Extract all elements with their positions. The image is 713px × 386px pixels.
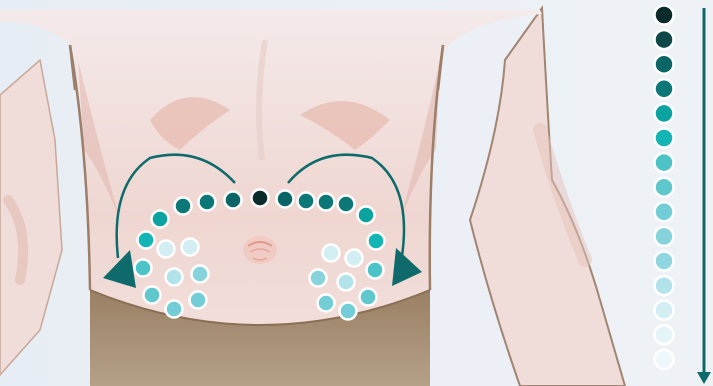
injection-dot <box>225 192 242 209</box>
injection-dot <box>182 239 199 256</box>
scale-dot <box>655 6 674 25</box>
scale-dot <box>655 79 674 98</box>
injection-dot <box>152 211 169 228</box>
scale-dot <box>655 129 674 148</box>
injection-dot <box>192 266 209 283</box>
injection-dot <box>199 194 216 211</box>
injection-dot <box>367 262 384 279</box>
scale-dot <box>655 325 674 344</box>
scale-dot <box>655 227 674 246</box>
injection-dot <box>338 274 355 291</box>
scale-dot <box>655 178 674 197</box>
injection-dot <box>338 196 355 213</box>
injection-dot <box>138 232 155 249</box>
injection-dot <box>190 292 207 309</box>
injection-dot <box>144 287 161 304</box>
injection-dot <box>175 198 192 215</box>
injection-dot <box>318 194 335 211</box>
injection-dot <box>346 250 363 267</box>
injection-dot <box>166 269 183 286</box>
injection-dot <box>323 245 340 262</box>
navel-icon <box>243 236 277 264</box>
injection-dot <box>158 241 175 258</box>
scale-dot <box>655 153 674 172</box>
injection-dot <box>310 270 327 287</box>
injection-dot <box>166 301 183 318</box>
injection-dot <box>318 295 335 312</box>
injection-dot <box>277 191 294 208</box>
scale-dot <box>655 276 674 295</box>
scale-dot <box>655 301 674 320</box>
injection-dot <box>340 303 357 320</box>
injection-dot <box>368 233 385 250</box>
injection-dot <box>252 190 269 207</box>
scale-dot <box>655 104 674 123</box>
scale-dot <box>655 55 674 74</box>
scale-dot <box>655 30 674 49</box>
scale-dot <box>655 252 674 271</box>
injection-dot <box>135 260 152 277</box>
injection-dot <box>358 207 375 224</box>
scale-dot <box>655 350 674 369</box>
injection-dot <box>360 289 377 306</box>
scale-dot <box>655 202 674 221</box>
injection-dot <box>298 193 315 210</box>
sequence-scale <box>655 6 674 369</box>
